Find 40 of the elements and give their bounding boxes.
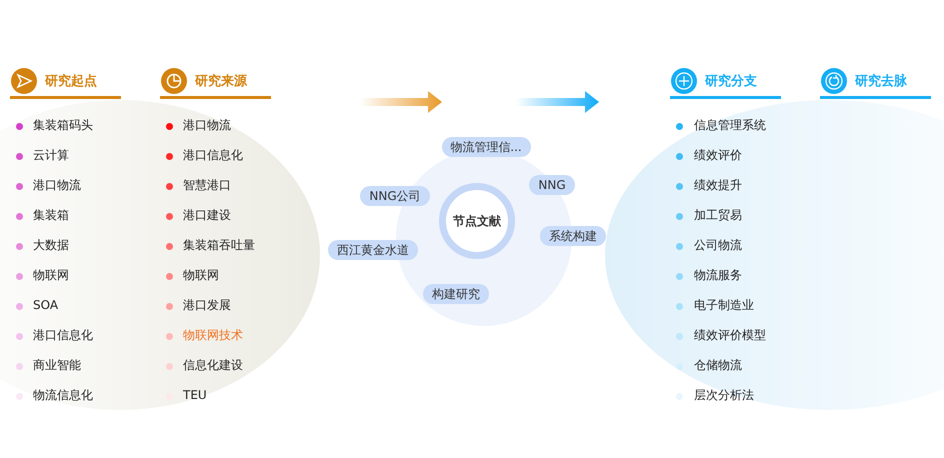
keyword-text: 集装箱码头 — [33, 118, 93, 133]
section-heading: 研究去脉 — [855, 74, 907, 90]
keyword-text: 智慧港口 — [183, 178, 231, 193]
keyword-pill: 西江黄金水道 — [328, 240, 418, 260]
keyword-text: SOA — [33, 298, 58, 313]
keyword-text: 集装箱 — [33, 208, 69, 223]
keyword-text: 层次分析法 — [694, 388, 754, 403]
keyword-text: 港口物流 — [183, 118, 231, 133]
keyword-text: 绩效提升 — [694, 178, 742, 193]
keyword-pill: 系统构建 — [540, 226, 606, 246]
section-heading: 研究起点 — [45, 74, 97, 90]
section-heading: 研究来源 — [195, 74, 247, 90]
keyword-text: 物流服务 — [694, 268, 742, 283]
keyword-text: 加工贸易 — [694, 208, 742, 223]
keyword-text: 港口信息化 — [33, 328, 93, 343]
keyword-text: 商业智能 — [33, 358, 81, 373]
keyword-text: 港口建设 — [183, 208, 231, 223]
keyword-text: 物流信息化 — [33, 388, 93, 403]
keyword-text: 公司物流 — [694, 238, 742, 253]
keyword-text: 电子制造业 — [694, 298, 754, 313]
keyword-pill: NNG — [529, 175, 575, 195]
keyword-text: 物联网 — [183, 268, 219, 283]
keyword-text: 物联网技术 — [183, 328, 243, 343]
section-heading: 研究分支 — [705, 74, 757, 90]
keyword-pill: 物流管理信... — [442, 137, 530, 157]
keyword-text: 港口信息化 — [183, 148, 243, 163]
keyword-text: 云计算 — [33, 148, 69, 163]
keyword-text: 集装箱吞吐量 — [183, 238, 255, 253]
keyword-pill: NNG公司 — [360, 186, 430, 206]
keyword-text: 港口物流 — [33, 178, 81, 193]
keyword-text: 绩效评价模型 — [694, 328, 766, 343]
keyword-text: 绩效评价 — [694, 148, 742, 163]
keyword-text: 信息化建设 — [183, 358, 243, 373]
keyword-text: TEU — [183, 388, 207, 403]
keyword-text: 信息管理系统 — [694, 118, 766, 133]
keyword-pill: 构建研究 — [423, 284, 489, 304]
keyword-text: 仓储物流 — [694, 358, 742, 373]
keyword-text: 港口发展 — [183, 298, 231, 313]
keyword-text: 大数据 — [33, 238, 69, 253]
keyword-text: 物联网 — [33, 268, 69, 283]
